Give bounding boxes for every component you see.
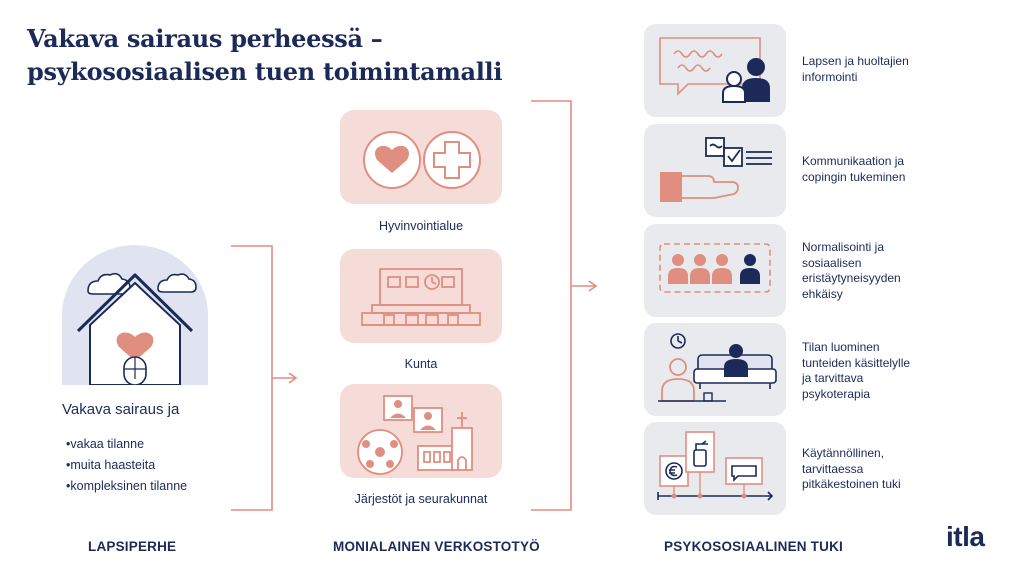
- support-text-line: ehkäisy: [802, 286, 843, 301]
- organizations-church-icon: [357, 395, 473, 475]
- support-text-line: tarvittaessa: [802, 461, 864, 476]
- heart-and-cross-icon: [363, 131, 481, 189]
- network-bracket: [531, 100, 572, 511]
- network-label: Järjestöt ja seurakunnat: [354, 492, 488, 506]
- family-bullet: •muita haasteita: [66, 458, 156, 472]
- family-heading: Vakava sairaus ja: [62, 401, 180, 418]
- page-title: Vakava sairaus perheessä – psykososiaali…: [27, 22, 502, 88]
- support-text-line: ja tarvittava: [802, 371, 864, 385]
- network-label: Hyvinvointialue: [378, 219, 464, 233]
- support-text-line: Tilan luominen: [802, 340, 880, 354]
- support-text-line: tunteiden käsittelylle: [802, 355, 911, 370]
- section-label-network: MONIALAINEN VERKOSTOTYÖ: [333, 539, 540, 554]
- support-card-tilan-luominen: [644, 323, 786, 416]
- family-bullet-list: •vakaa tilanne •muita haasteita •komplek…: [66, 434, 187, 497]
- hand-checklist-icon: [660, 137, 772, 202]
- support-card-kommunikaatio: [644, 124, 786, 217]
- title-line-2: psykososiaalisen tuen toimintamalli: [27, 57, 503, 86]
- family-bracket: [231, 245, 273, 511]
- house-heart-icon: [62, 245, 208, 385]
- support-text-informointi: Lapsen ja huoltajien informointi: [802, 54, 909, 85]
- support-text-line: Normalisointi ja: [802, 240, 885, 254]
- presentation-board-icon: [659, 37, 770, 103]
- support-card-normalisointi: [644, 224, 786, 317]
- municipal-building-icon: [361, 268, 481, 326]
- support-card-kaytannollinen: [644, 422, 786, 515]
- section-label-support: PSYKOSOSIAALINEN TUKI: [664, 539, 843, 554]
- support-text-line: Lapsen ja huoltajien: [802, 54, 909, 68]
- family-bullet: •kompleksinen tilanne: [66, 479, 188, 493]
- support-text-tilan-luominen: Tilan luominen tunteiden käsittelylle ja…: [802, 340, 910, 402]
- support-card-informointi: [644, 24, 786, 117]
- network-card-jarjestot: [340, 384, 502, 478]
- support-text-kaytannollinen: Käytännöllinen, tarvittaessa pitkäkestoi…: [802, 446, 901, 493]
- title-line-1: Vakava sairaus perheessä –: [27, 24, 383, 53]
- support-text-line: eristäytyneisyyden: [802, 271, 901, 285]
- network-card-hyvinvointialue: [340, 110, 502, 204]
- therapy-session-icon: [658, 333, 777, 402]
- support-text-line: Kommunikaation ja: [802, 154, 905, 168]
- support-text-line: pitkäkestoinen tuki: [802, 477, 901, 491]
- support-text-kommunikaatio: Kommunikaation ja copingin tukeminen: [802, 154, 905, 185]
- support-text-line: informointi: [802, 69, 858, 84]
- section-label-family: LAPSIPERHE: [88, 539, 177, 554]
- family-bullet: •vakaa tilanne: [66, 437, 145, 451]
- support-text-normalisointi: Normalisointi ja sosiaalisen eristäytyne…: [802, 240, 901, 302]
- support-text-line: sosiaalisen: [802, 255, 862, 270]
- network-card-kunta: [340, 249, 502, 343]
- itla-logo: itla: [946, 521, 985, 552]
- peer-group-icon: [659, 243, 771, 293]
- network-arrow-head: [588, 280, 598, 292]
- support-text-line: copingin tukeminen: [802, 169, 906, 184]
- support-text-line: Käytännöllinen,: [802, 446, 885, 460]
- practical-support-icon: [657, 431, 774, 501]
- network-label: Kunta: [404, 357, 438, 371]
- family-arrow-head: [288, 372, 298, 384]
- support-text-line: psykoterapia: [802, 386, 871, 401]
